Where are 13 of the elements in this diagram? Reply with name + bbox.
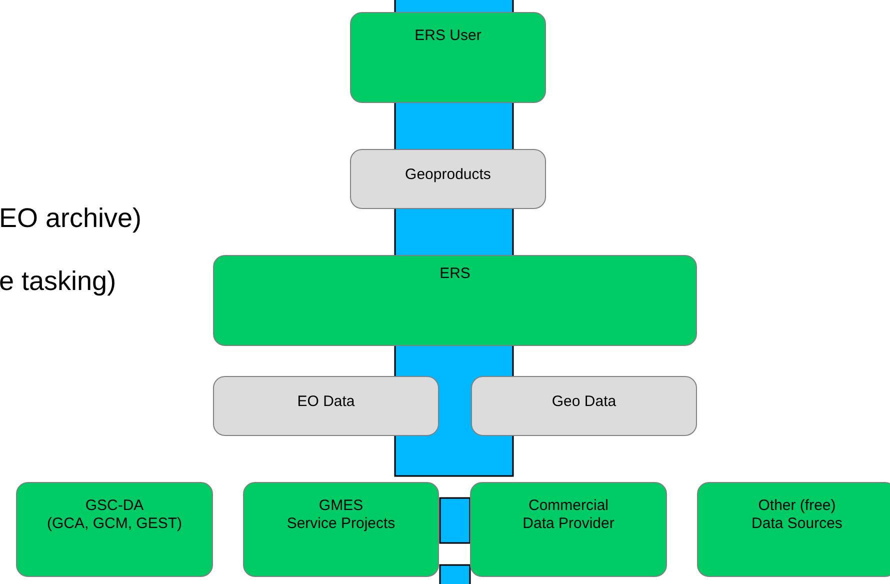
process-box: GSC-DA (GCA, GCM, GEST) [16, 482, 213, 577]
process-box: GMES Service Projects [243, 482, 439, 577]
process-box: ERS User [350, 12, 546, 103]
data-box: EO Data [213, 376, 439, 436]
text-fragment: EO archive) [0, 203, 142, 234]
process-box: ERS [213, 255, 697, 346]
process-box: Commercial Data Provider [470, 482, 667, 577]
connector-band [439, 564, 471, 584]
process-box: Other (free) Data Sources [697, 482, 890, 577]
data-box: Geo Data [471, 376, 697, 436]
text-fragment: e tasking) [0, 266, 116, 297]
data-box: Geoproducts [350, 149, 546, 209]
connector-band [439, 497, 471, 544]
